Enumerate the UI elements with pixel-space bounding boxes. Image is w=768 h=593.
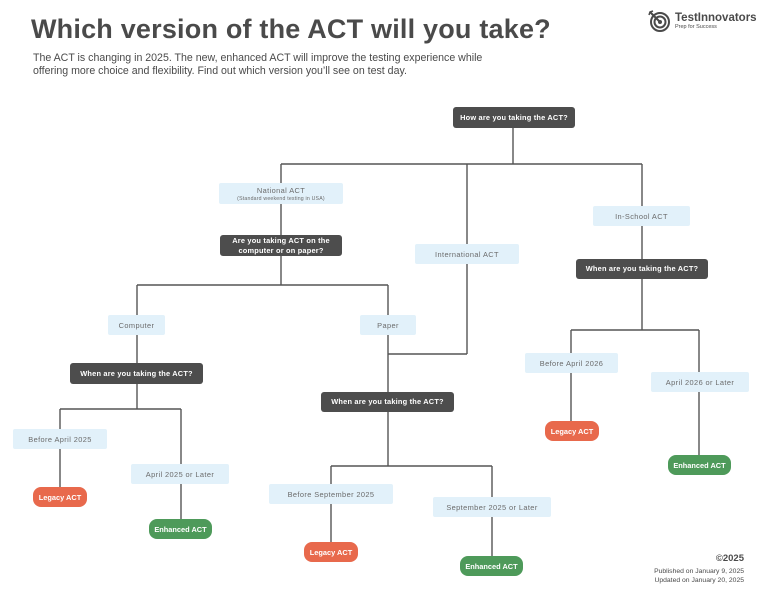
publish-dates: Published on January 9, 2025 Updated on … xyxy=(654,568,744,585)
answer-april-2026-or-later: April 2026 or Later xyxy=(651,372,749,392)
result-legacy-act-in-school: Legacy ACT xyxy=(545,421,599,441)
brand-logo: TestInnovators Prep for Success xyxy=(648,10,757,32)
brand-name: TestInnovators xyxy=(675,11,757,24)
question-label: How are you taking the ACT? xyxy=(460,112,568,122)
answer-september-2025-or-later: September 2025 or Later xyxy=(433,497,551,517)
answer-before-april-2026: Before April 2026 xyxy=(525,353,618,373)
question-label: Are you taking ACT on the computer or on… xyxy=(232,235,330,255)
answer-label: Computer xyxy=(118,320,155,330)
answer-label: Paper xyxy=(377,320,399,330)
answer-label: Before September 2025 xyxy=(287,489,375,499)
result-enhanced-act-computer: Enhanced ACT xyxy=(149,519,212,539)
updated-date: Updated on January 20, 2025 xyxy=(654,576,744,584)
answer-april-2025-or-later: April 2025 or Later xyxy=(131,464,229,484)
result-label: Enhanced ACT xyxy=(673,460,726,470)
copyright: ©2025 xyxy=(715,553,744,564)
published-date: Published on January 9, 2025 xyxy=(654,568,744,575)
result-enhanced-act-paper: Enhanced ACT xyxy=(460,556,523,576)
answer-label: International ACT xyxy=(435,249,499,259)
answer-international-act: International ACT xyxy=(415,244,519,264)
answer-in-school-act: In-School ACT xyxy=(593,206,690,226)
answer-before-september-2025: Before September 2025 xyxy=(269,484,393,504)
result-label: Enhanced ACT xyxy=(465,561,518,571)
answer-computer: Computer xyxy=(108,315,165,335)
answer-label: In-School ACT xyxy=(615,211,668,221)
question-label: When are you taking the ACT? xyxy=(585,264,699,273)
target-arrow-icon xyxy=(648,10,670,32)
page-subtitle: The ACT is changing in 2025. The new, en… xyxy=(33,52,483,77)
question-how-taking: How are you taking the ACT? xyxy=(453,107,575,128)
result-legacy-act-paper: Legacy ACT xyxy=(304,542,358,562)
answer-note: (Standard weekend testing in USA) xyxy=(237,195,325,202)
result-legacy-act-computer: Legacy ACT xyxy=(33,487,87,507)
answer-label: September 2025 or Later xyxy=(446,502,538,512)
question-computer-when: When are you taking the ACT? xyxy=(70,363,203,384)
answer-before-april-2025: Before April 2025 xyxy=(13,429,107,449)
brand-tagline: Prep for Success xyxy=(675,23,717,30)
result-label: Enhanced ACT xyxy=(154,524,207,534)
result-label: Legacy ACT xyxy=(550,426,594,436)
question-in-school-when: When are you taking the ACT? xyxy=(576,259,708,279)
answer-label: April 2025 or Later xyxy=(145,469,215,479)
question-label: When are you taking the ACT? xyxy=(331,397,444,406)
page-title: Which version of the ACT will you take? xyxy=(31,14,551,44)
answer-label: National ACT xyxy=(256,185,306,195)
result-label: Legacy ACT xyxy=(38,492,82,502)
answer-paper: Paper xyxy=(360,315,416,335)
question-paper-when: When are you taking the ACT? xyxy=(321,392,454,412)
answer-label: Before April 2025 xyxy=(28,434,92,444)
result-enhanced-act-in-school: Enhanced ACT xyxy=(668,455,731,475)
question-label: When are you taking the ACT? xyxy=(80,368,193,378)
result-label: Legacy ACT xyxy=(309,547,353,557)
answer-label: Before April 2026 xyxy=(539,358,604,368)
answer-label: April 2026 or Later xyxy=(665,377,735,387)
question-computer-or-paper: Are you taking ACT on the computer or on… xyxy=(220,235,342,256)
answer-national-act: National ACT (Standard weekend testing i… xyxy=(219,183,343,204)
